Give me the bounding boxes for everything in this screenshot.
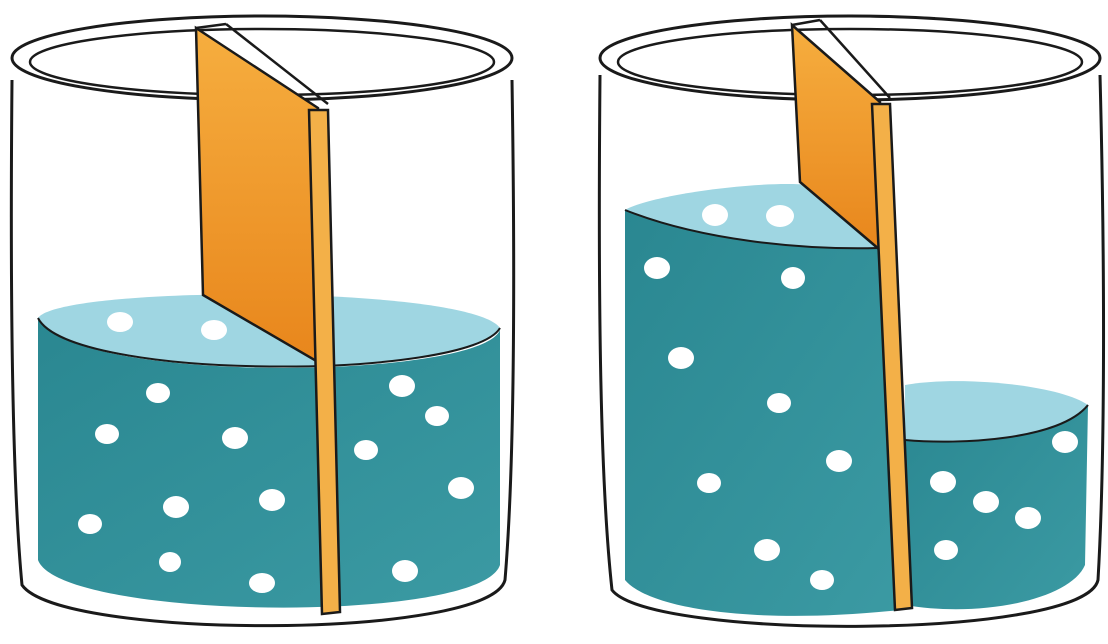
beaker-left	[11, 16, 513, 626]
beaker-right	[599, 16, 1103, 626]
